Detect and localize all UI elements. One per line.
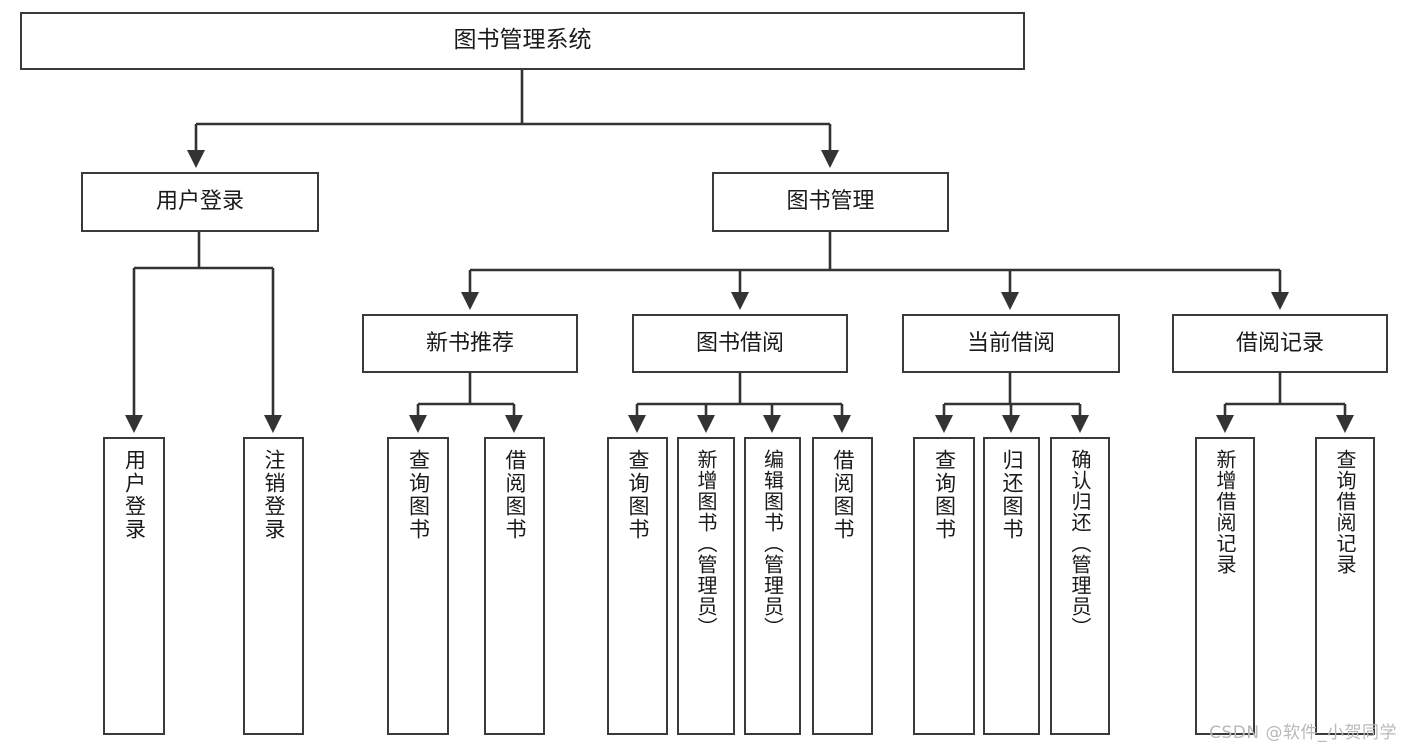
node-label: 用户登录 bbox=[122, 449, 147, 541]
leaf-box[interactable]: 新增图书（管理员） bbox=[677, 437, 735, 735]
leaf-box[interactable]: 确认归还（管理员） bbox=[1050, 437, 1110, 735]
node-label: 归还图书 bbox=[1000, 449, 1024, 541]
node-label: 确认归还（管理员） bbox=[1068, 449, 1092, 638]
node-label: 借阅记录 bbox=[1235, 330, 1324, 356]
node-label: 新书推荐 bbox=[425, 330, 514, 356]
node-label: 借阅图书 bbox=[831, 449, 855, 541]
node-label: 新增借阅记录 bbox=[1213, 449, 1237, 575]
leaf-box[interactable]: 查询图书 bbox=[387, 437, 449, 735]
node-label: 图书管理 bbox=[786, 189, 875, 215]
leaf-box[interactable]: 借阅图书 bbox=[812, 437, 873, 735]
node-label: 查询图书 bbox=[406, 449, 431, 541]
process-box[interactable]: 新书推荐 bbox=[362, 314, 578, 373]
node-label: 新增图书（管理员） bbox=[694, 449, 718, 638]
node-label: 当前借阅 bbox=[966, 330, 1055, 356]
node-label: 图书管理系统 bbox=[453, 27, 592, 54]
leaf-box[interactable]: 查询借阅记录 bbox=[1315, 437, 1375, 735]
node-label: 图书借阅 bbox=[695, 330, 784, 356]
leaf-box[interactable]: 查询图书 bbox=[913, 437, 975, 735]
node-label: 借阅图书 bbox=[503, 449, 527, 541]
process-box[interactable]: 图书管理系统 bbox=[20, 12, 1025, 70]
process-box[interactable]: 当前借阅 bbox=[902, 314, 1120, 373]
leaf-box[interactable]: 归还图书 bbox=[983, 437, 1040, 735]
leaf-box[interactable]: 编辑图书（管理员） bbox=[744, 437, 801, 735]
leaf-box[interactable]: 借阅图书 bbox=[484, 437, 545, 735]
leaf-box[interactable]: 新增借阅记录 bbox=[1195, 437, 1255, 735]
node-label: 查询图书 bbox=[932, 449, 957, 541]
node-label: 查询借阅记录 bbox=[1333, 449, 1357, 575]
process-box[interactable]: 图书借阅 bbox=[632, 314, 848, 373]
node-label: 编辑图书（管理员） bbox=[760, 449, 785, 638]
leaf-box[interactable]: 注销登录 bbox=[243, 437, 304, 735]
node-label: 用户登录 bbox=[155, 189, 244, 215]
node-label: 查询图书 bbox=[626, 449, 650, 541]
process-box[interactable]: 图书管理 bbox=[712, 172, 949, 232]
leaf-box[interactable]: 用户登录 bbox=[103, 437, 165, 735]
connectors bbox=[124, 70, 1355, 434]
watermark: CSDN @软件_小贺同学 bbox=[1209, 723, 1397, 743]
process-box[interactable]: 借阅记录 bbox=[1172, 314, 1388, 373]
process-box[interactable]: 用户登录 bbox=[81, 172, 319, 232]
node-label: 注销登录 bbox=[262, 449, 286, 541]
leaf-box[interactable]: 查询图书 bbox=[607, 437, 668, 735]
